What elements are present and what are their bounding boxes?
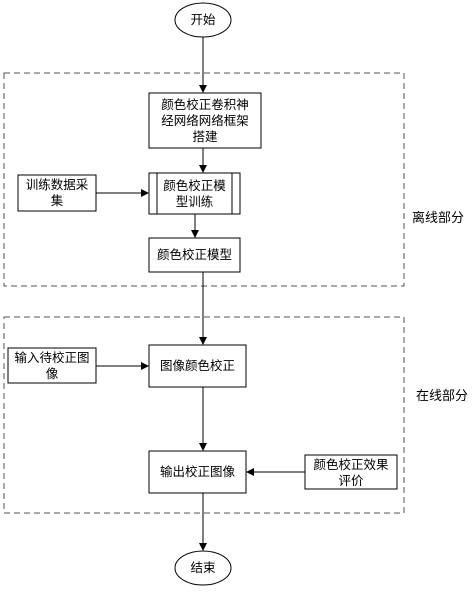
start-label: 开始 [190,12,216,27]
correct-image-label: 图像颜色校正 [159,358,235,373]
build-network-box [148,92,262,149]
train-model-label: 颜色校正模 型训练 [163,178,226,209]
end-label: 结束 [190,560,216,575]
model-box [148,237,241,273]
online-section-border [3,316,405,514]
data-collection-label: 训练数据采 集 [25,177,89,208]
train-model-box [148,172,241,215]
evaluation-box [304,454,398,490]
offline-section-label: 离线部分 [412,211,465,226]
input-image-label: 输入待校正图 像 [14,350,90,381]
build-network-label: 颜色校正卷积神 经网络网络框架 搭建 [161,97,249,144]
evaluation-label: 颜色校正效果 评价 [313,457,389,488]
online-section-label: 在线部分 [416,389,469,404]
output-image-label: 输出校正图像 [159,464,235,479]
offline-section-border [3,72,405,287]
end-node [174,550,232,586]
correct-image-box [148,344,247,388]
output-image-box [148,450,247,494]
data-collection-box [17,174,97,212]
model-label: 颜色校正模型 [156,247,232,262]
